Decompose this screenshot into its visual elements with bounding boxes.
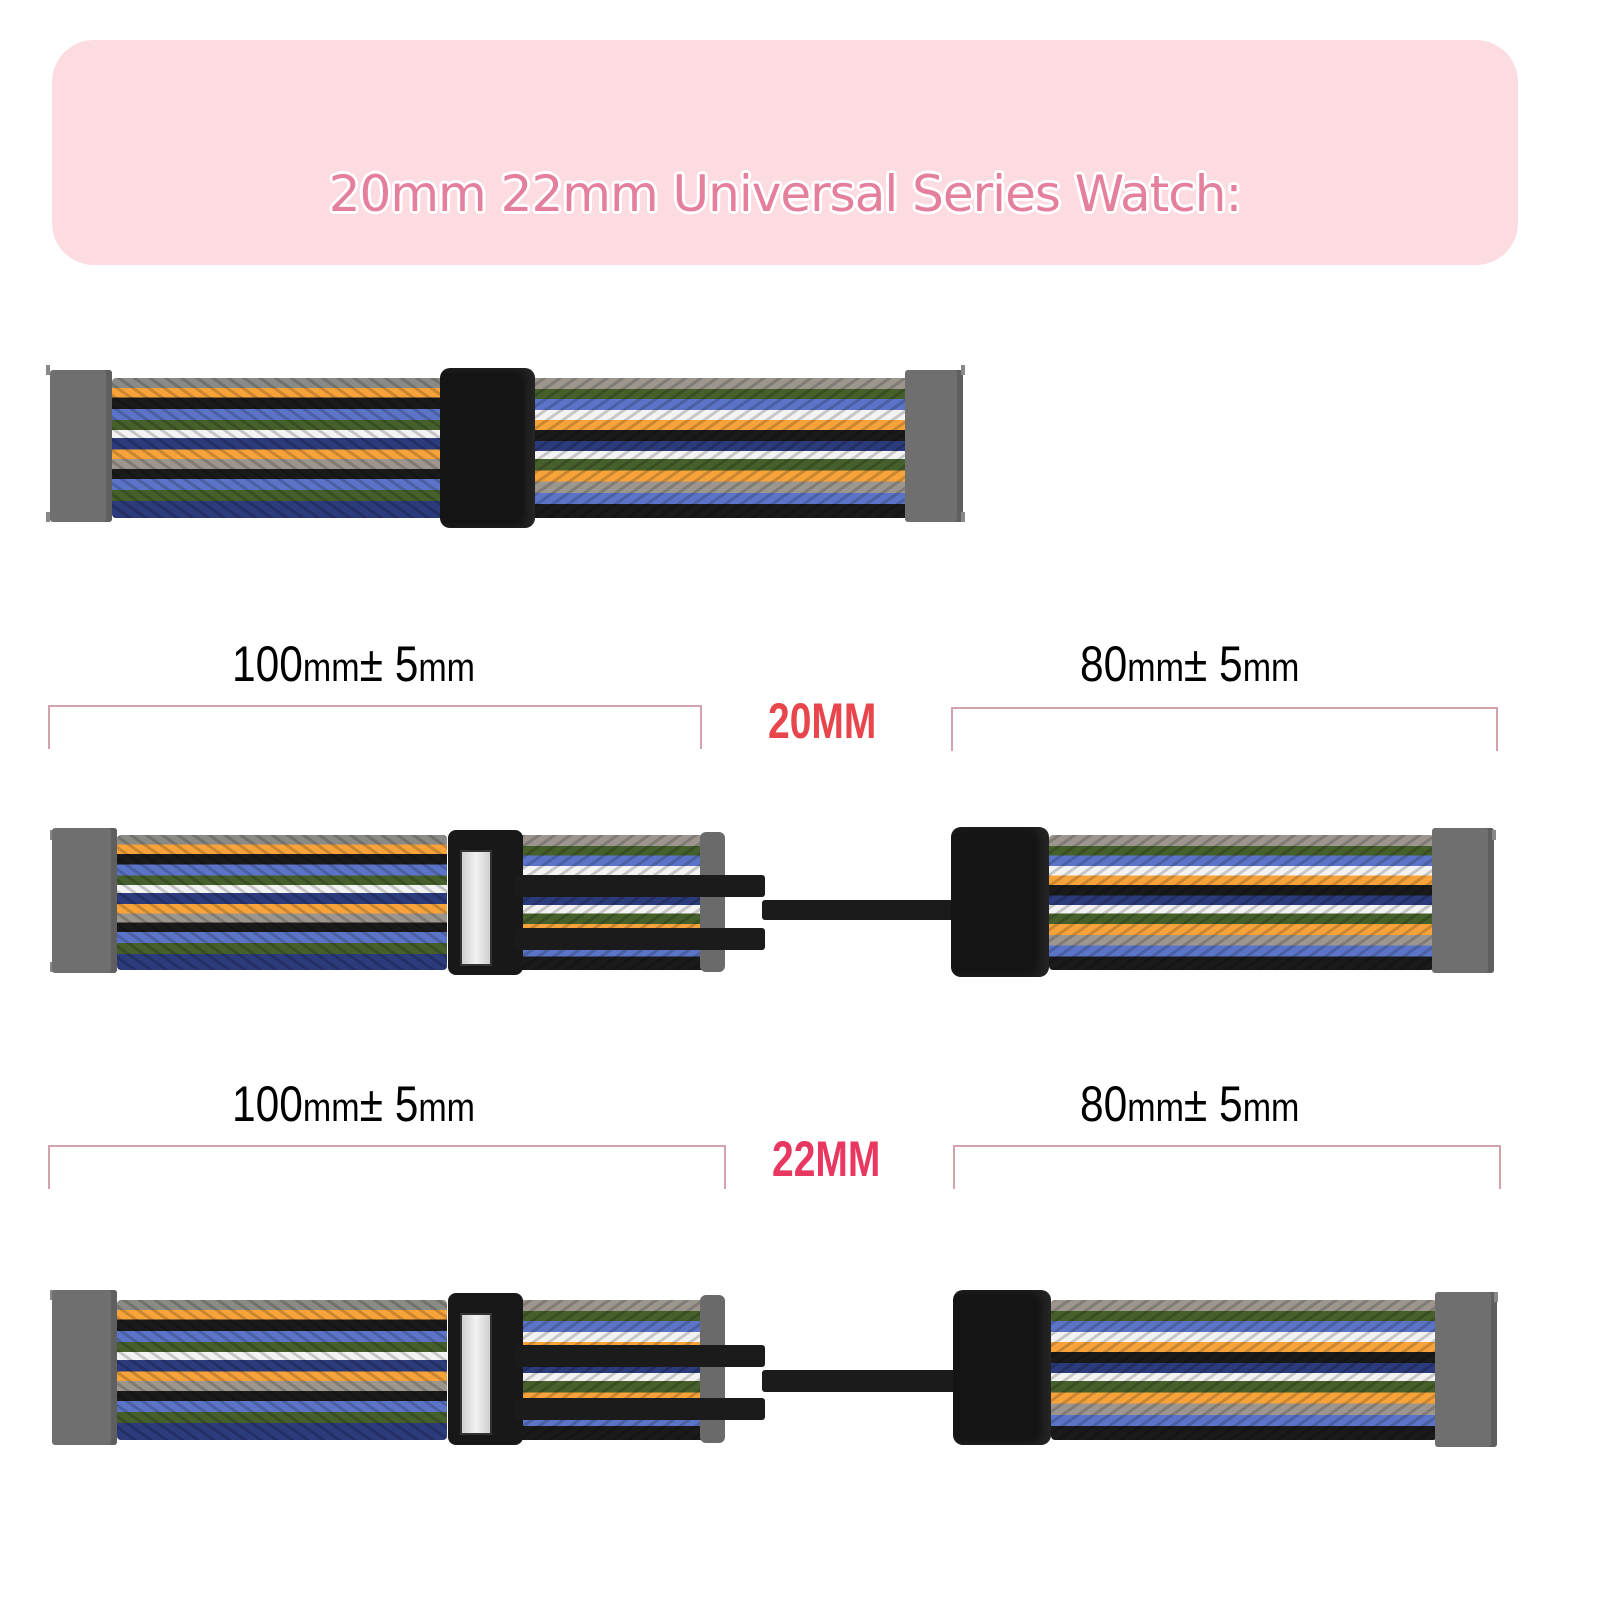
dimension-bracket-short (951, 707, 1498, 751)
length-unit: mm (1127, 646, 1184, 690)
buckle-hinge-bar (762, 900, 960, 920)
magnet-plate (460, 1313, 492, 1435)
magnetic-keeper (440, 368, 535, 528)
length-value: 80 (1080, 636, 1128, 692)
magnetic-keeper (951, 827, 1049, 977)
braided-band-long (117, 1300, 447, 1440)
length-unit: mm (1127, 1086, 1184, 1130)
buckle-arm-upper (515, 875, 765, 897)
tolerance-unit: mm (418, 646, 475, 690)
banner-title: 20mm 22mm Universal Series Watch: (328, 165, 1243, 223)
dimension-bracket-long (48, 1145, 726, 1189)
title-banner: 20mm 22mm Universal Series Watch: (52, 40, 1518, 265)
braided-band-short (1049, 835, 1434, 970)
magnet-plate (460, 850, 492, 966)
lug-adapter-right (1432, 828, 1494, 973)
length-value: 100 (232, 1076, 303, 1132)
dimension-bracket-long (48, 705, 702, 749)
buckle-hinge-bar (762, 1370, 960, 1392)
spring-bar-pin (46, 365, 50, 375)
spring-bar-pin (1494, 1292, 1498, 1302)
tolerance-unit: mm (1242, 646, 1300, 690)
buckle-arm-lower (515, 1398, 765, 1420)
spring-bar-pin (46, 512, 50, 522)
long-piece-length-22mm: 100mm± 5mm (232, 1075, 475, 1133)
tolerance-value: ± 5 (359, 1076, 419, 1132)
long-piece-length-20mm: 100mm± 5mm (232, 635, 475, 693)
braided-band-short (1051, 1300, 1437, 1440)
short-piece-length-20mm: 80mm± 5mm (1080, 635, 1299, 693)
tolerance-value: ± 5 (1183, 636, 1243, 692)
spring-bar-pin (1492, 830, 1496, 840)
braided-band-segment (112, 378, 447, 518)
spring-bar-pin (961, 512, 965, 522)
tolerance-value: ± 5 (359, 636, 419, 692)
tolerance-value: ± 5 (1183, 1076, 1243, 1132)
size-label-20mm: 20MM (768, 693, 877, 749)
buckle-arm-lower (515, 928, 765, 950)
length-unit: mm (302, 646, 360, 690)
dimension-bracket-short (953, 1145, 1501, 1189)
band-end-cap (700, 832, 725, 972)
tolerance-unit: mm (418, 1086, 475, 1130)
braided-band-long (117, 835, 447, 970)
size-label-22mm: 22MM (772, 1131, 881, 1187)
tolerance-unit: mm (1242, 1086, 1300, 1130)
magnetic-keeper (953, 1290, 1051, 1445)
lug-adapter-left (52, 828, 117, 973)
band-end-cap (700, 1295, 725, 1443)
length-unit: mm (302, 1086, 360, 1130)
lug-adapter-left (52, 1290, 117, 1445)
length-value: 80 (1080, 1076, 1128, 1132)
short-piece-length-22mm: 80mm± 5mm (1080, 1075, 1299, 1133)
lug-adapter-left (50, 370, 112, 522)
lug-adapter-right (1435, 1292, 1497, 1447)
lug-adapter-right (905, 370, 963, 522)
spring-bar-pin (961, 365, 965, 375)
length-value: 100 (232, 636, 303, 692)
braided-band-segment (530, 378, 912, 518)
buckle-arm-upper (515, 1345, 765, 1367)
